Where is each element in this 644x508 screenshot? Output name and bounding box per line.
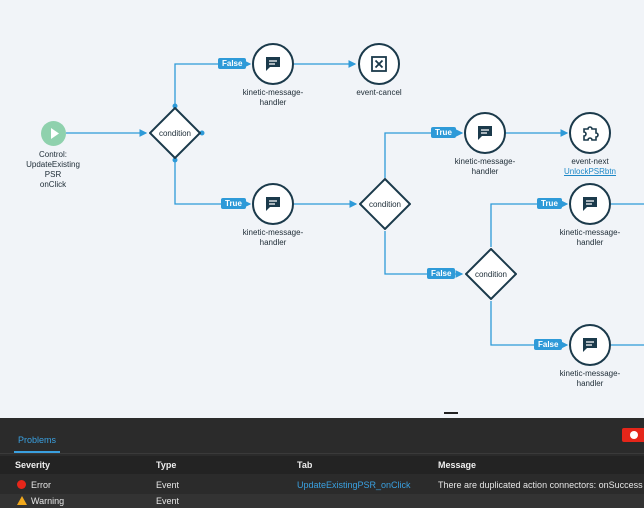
column-type[interactable]: Type (156, 460, 177, 470)
column-message[interactable]: Message (438, 460, 477, 470)
type-value: Event (156, 496, 180, 506)
warning-icon (17, 496, 27, 505)
severity-value: Error (31, 480, 51, 490)
message-value (438, 494, 644, 508)
close-box-icon (371, 56, 387, 72)
message-handler-node-2[interactable] (252, 183, 294, 225)
message-icon (266, 197, 280, 211)
problems-panel: Problems Severity Type Tab Message Error… (0, 418, 644, 508)
puzzle-icon (583, 126, 599, 141)
type-value: Event (156, 480, 180, 490)
message-icon (583, 338, 597, 352)
tab-link[interactable]: UpdateExistingPSR_onClick (297, 480, 411, 490)
column-severity[interactable]: Severity (15, 460, 51, 470)
problems-table-header: Severity Type Tab Message (0, 456, 644, 474)
event-next-node[interactable] (569, 112, 611, 154)
panel-tabs: Problems (0, 418, 644, 454)
event-next-link[interactable]: UnlockPSRbtn (563, 167, 617, 176)
message-icon (266, 57, 280, 71)
error-count-badge[interactable] (622, 428, 644, 442)
condition-node-1[interactable]: condition (149, 107, 201, 159)
tab-problems[interactable]: Problems (14, 435, 61, 453)
table-row[interactable]: Error Event UpdateExistingPSR_onClick Th… (0, 478, 644, 492)
condition-node-3[interactable]: condition (465, 248, 517, 300)
branch-tag-false[interactable]: False (427, 268, 456, 279)
message-handler-label-1: kinetic-message-handler (242, 88, 304, 107)
message-icon (583, 197, 597, 211)
message-handler-node-5[interactable] (569, 324, 611, 366)
severity-value: Warning (31, 496, 65, 506)
alert-icon (630, 431, 638, 439)
branch-tag-false[interactable]: False (534, 339, 563, 350)
message-value: There are duplicated action connectors: … (438, 480, 643, 490)
event-cancel-node[interactable] (358, 43, 400, 85)
play-icon (51, 128, 59, 139)
table-row[interactable]: Warning Event (0, 494, 644, 508)
event-cancel-label: event-cancel (356, 88, 402, 97)
message-handler-node-4[interactable] (569, 183, 611, 225)
condition-label: condition (474, 269, 508, 279)
event-next-label: event-next UnlockPSRbtn (545, 157, 635, 177)
message-handler-label-3: kinetic-message-handler (454, 157, 516, 176)
panel-resize-handle[interactable] (444, 412, 458, 414)
flow-connectors (66, 60, 644, 349)
message-handler-label-5: kinetic-message-handler (559, 369, 621, 388)
message-handler-node-1[interactable] (252, 43, 294, 85)
message-handler-label-2: kinetic-message-handler (242, 228, 304, 247)
branch-tag-false[interactable]: False (218, 58, 247, 69)
condition-node-2[interactable]: condition (359, 178, 411, 230)
tab-link[interactable] (297, 494, 432, 508)
error-icon (17, 480, 26, 489)
condition-label: condition (368, 199, 402, 209)
message-icon (478, 126, 492, 140)
message-handler-label-4: kinetic-message-handler (559, 228, 621, 247)
start-node[interactable] (41, 121, 66, 146)
message-handler-node-3[interactable] (464, 112, 506, 154)
column-tab[interactable]: Tab (297, 460, 313, 470)
branch-tag-true[interactable]: True (537, 198, 562, 209)
branch-tag-true[interactable]: True (431, 127, 456, 138)
branch-tag-true[interactable]: True (221, 198, 246, 209)
condition-label: condition (158, 128, 192, 138)
